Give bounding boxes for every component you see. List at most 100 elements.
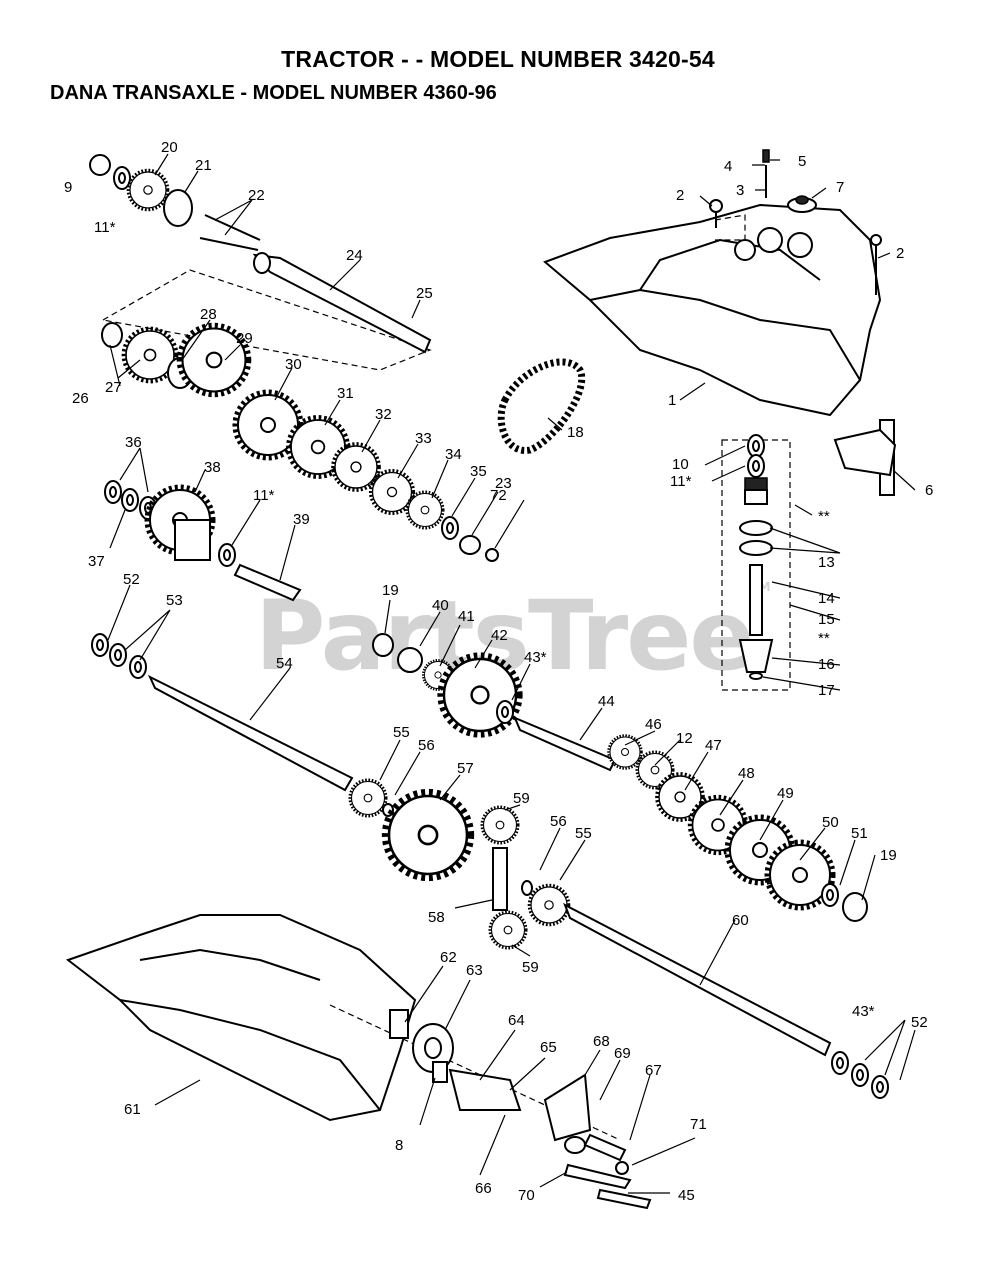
- callout-label: 46: [645, 716, 662, 733]
- callout-label: 65: [540, 1039, 557, 1056]
- gear-group-40-42: [372, 633, 520, 735]
- callout-label: 35: [470, 463, 487, 480]
- callout-label: 27: [105, 379, 122, 396]
- callout-label: 72: [490, 487, 507, 504]
- callout-label: 2: [896, 245, 904, 262]
- callout-label: 59: [522, 959, 539, 976]
- callout-label: 41: [458, 608, 475, 625]
- callout-label: 51: [851, 825, 868, 842]
- callout-label: 29: [236, 330, 253, 347]
- callout-label: 53: [166, 592, 183, 609]
- callout-label: 22: [248, 187, 265, 204]
- callout-label: 50: [822, 814, 839, 831]
- callout-label: 67: [645, 1062, 662, 1079]
- callout-label: 60: [732, 912, 749, 929]
- callout-label: 4: [724, 158, 732, 175]
- callout-label: 38: [204, 459, 221, 476]
- callout-label: 11*: [94, 219, 116, 236]
- callout-label: 10: [672, 456, 689, 473]
- callout-label: 11*: [670, 473, 692, 490]
- callout-label: 58: [428, 909, 445, 926]
- callout-label: 30: [285, 356, 302, 373]
- page-title: TRACTOR - - MODEL NUMBER 3420-54: [281, 46, 715, 72]
- upper-housing: [543, 203, 882, 417]
- splined-shaft-44: [513, 716, 868, 922]
- lower-housing: [65, 914, 621, 1141]
- bevel-gears-59: [480, 805, 528, 950]
- callout-labels: 1 2 2 3 4 5 6 7 8 9 10 11* 11* 11* 12 13…: [64, 139, 933, 1204]
- callout-label: 19: [382, 582, 399, 599]
- callout-label: 17: [818, 682, 835, 699]
- callout-label: 70: [518, 1187, 535, 1204]
- callout-label: 11*: [253, 487, 275, 504]
- callout-label: 18: [567, 424, 584, 441]
- callout-label: 25: [416, 285, 433, 302]
- callout-label: 63: [466, 962, 483, 979]
- gear-stack-upper: [89, 154, 499, 562]
- callout-label: 69: [614, 1045, 631, 1062]
- callout-label: 55: [575, 825, 592, 842]
- callout-label: 6: [925, 482, 933, 499]
- callout-label: 16: [818, 656, 835, 673]
- brake-parts: [389, 1009, 652, 1210]
- callout-label: 28: [200, 306, 217, 323]
- page-subtitle: DANA TRANSAXLE - MODEL NUMBER 4360-96: [50, 82, 497, 104]
- callout-label: 5: [798, 153, 806, 170]
- callout-label: 23: [495, 475, 512, 492]
- callout-label: 43*: [524, 649, 547, 666]
- callout-label: 26: [72, 390, 89, 407]
- callout-label: 54: [276, 655, 293, 672]
- callout-label: 44: [598, 693, 615, 710]
- callout-label: 61: [124, 1101, 141, 1118]
- callout-label: 32: [375, 406, 392, 423]
- callout-label: 8: [395, 1137, 403, 1154]
- bolt-group-top: [709, 149, 882, 295]
- callout-label: 33: [415, 430, 432, 447]
- callout-label: **: [818, 508, 830, 525]
- callout-label: 40: [432, 597, 449, 614]
- callout-label: 9: [64, 179, 72, 196]
- callout-label: 36: [125, 434, 142, 451]
- callout-label: 57: [457, 760, 474, 777]
- callout-label: 56: [418, 737, 435, 754]
- callout-label: 43*: [852, 1003, 875, 1020]
- callout-label: 13: [818, 554, 835, 571]
- callout-label: 56: [550, 813, 567, 830]
- callout-label: 71: [690, 1116, 707, 1133]
- callout-label: 24: [346, 247, 363, 264]
- callout-label: 31: [337, 385, 354, 402]
- axle-shaft-54: [91, 633, 471, 878]
- callout-label: 37: [88, 553, 105, 570]
- callout-label: 62: [440, 949, 457, 966]
- callout-label: 34: [445, 446, 462, 463]
- callout-label: 2: [676, 187, 684, 204]
- callout-label: 66: [475, 1180, 492, 1197]
- callout-label: 47: [705, 737, 722, 754]
- callout-label: 12: [676, 730, 693, 747]
- callout-label: 64: [508, 1012, 525, 1029]
- gear-cluster-38: [104, 480, 302, 602]
- shaft-assembly-24: [101, 214, 432, 371]
- callout-label: **: [818, 630, 830, 647]
- callout-label: 19: [880, 847, 897, 864]
- callout-label: 20: [161, 139, 178, 156]
- callout-label: 3: [736, 182, 744, 199]
- callout-label: 14: [818, 590, 835, 607]
- callout-label: 15: [818, 611, 835, 628]
- leader-lines: [107, 153, 916, 1194]
- callout-label: 55: [393, 724, 410, 741]
- brake-shaft-assembly: [721, 419, 897, 691]
- callout-label: 21: [195, 157, 212, 174]
- callout-label: 52: [123, 571, 140, 588]
- callout-label: 42: [491, 627, 508, 644]
- callout-label: 59: [513, 790, 530, 807]
- callout-label: 39: [293, 511, 310, 528]
- callout-label: 1: [668, 392, 676, 409]
- axle-shaft-60: [521, 880, 889, 1099]
- callout-label: 7: [836, 179, 844, 196]
- callout-label: 68: [593, 1033, 610, 1050]
- callout-label: 45: [678, 1187, 695, 1204]
- drive-chain: [497, 358, 586, 454]
- callout-label: 49: [777, 785, 794, 802]
